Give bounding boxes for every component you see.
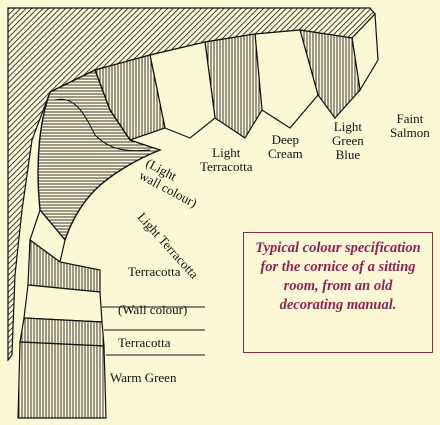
label-warm-green: Warm Green — [110, 370, 177, 385]
label-terracotta-lower: Terracotta — [118, 335, 171, 350]
label-light-terracotta-top: Light Terracotta — [200, 145, 253, 174]
label-deep-cream: Deep Cream — [268, 132, 303, 161]
cove-molding — [37, 69, 163, 242]
label-light-green-blue: Light Green Blue — [332, 119, 364, 162]
cove-highlight — [54, 98, 151, 152]
caption-box: Typical colour specification for the cor… — [243, 232, 433, 353]
molding-top-dark — [204, 33, 263, 139]
label-terracotta-upper: Terracotta — [128, 264, 181, 279]
label-wall-colour: (Wall colour) — [118, 302, 188, 317]
label-faint-salmon: Faint Salmon — [390, 111, 430, 140]
strip-warm-green — [17, 341, 107, 419]
strip-wall-colour — [23, 284, 103, 323]
strip-terracotta-lower — [19, 317, 105, 347]
strip-terracotta-upper — [27, 238, 101, 293]
